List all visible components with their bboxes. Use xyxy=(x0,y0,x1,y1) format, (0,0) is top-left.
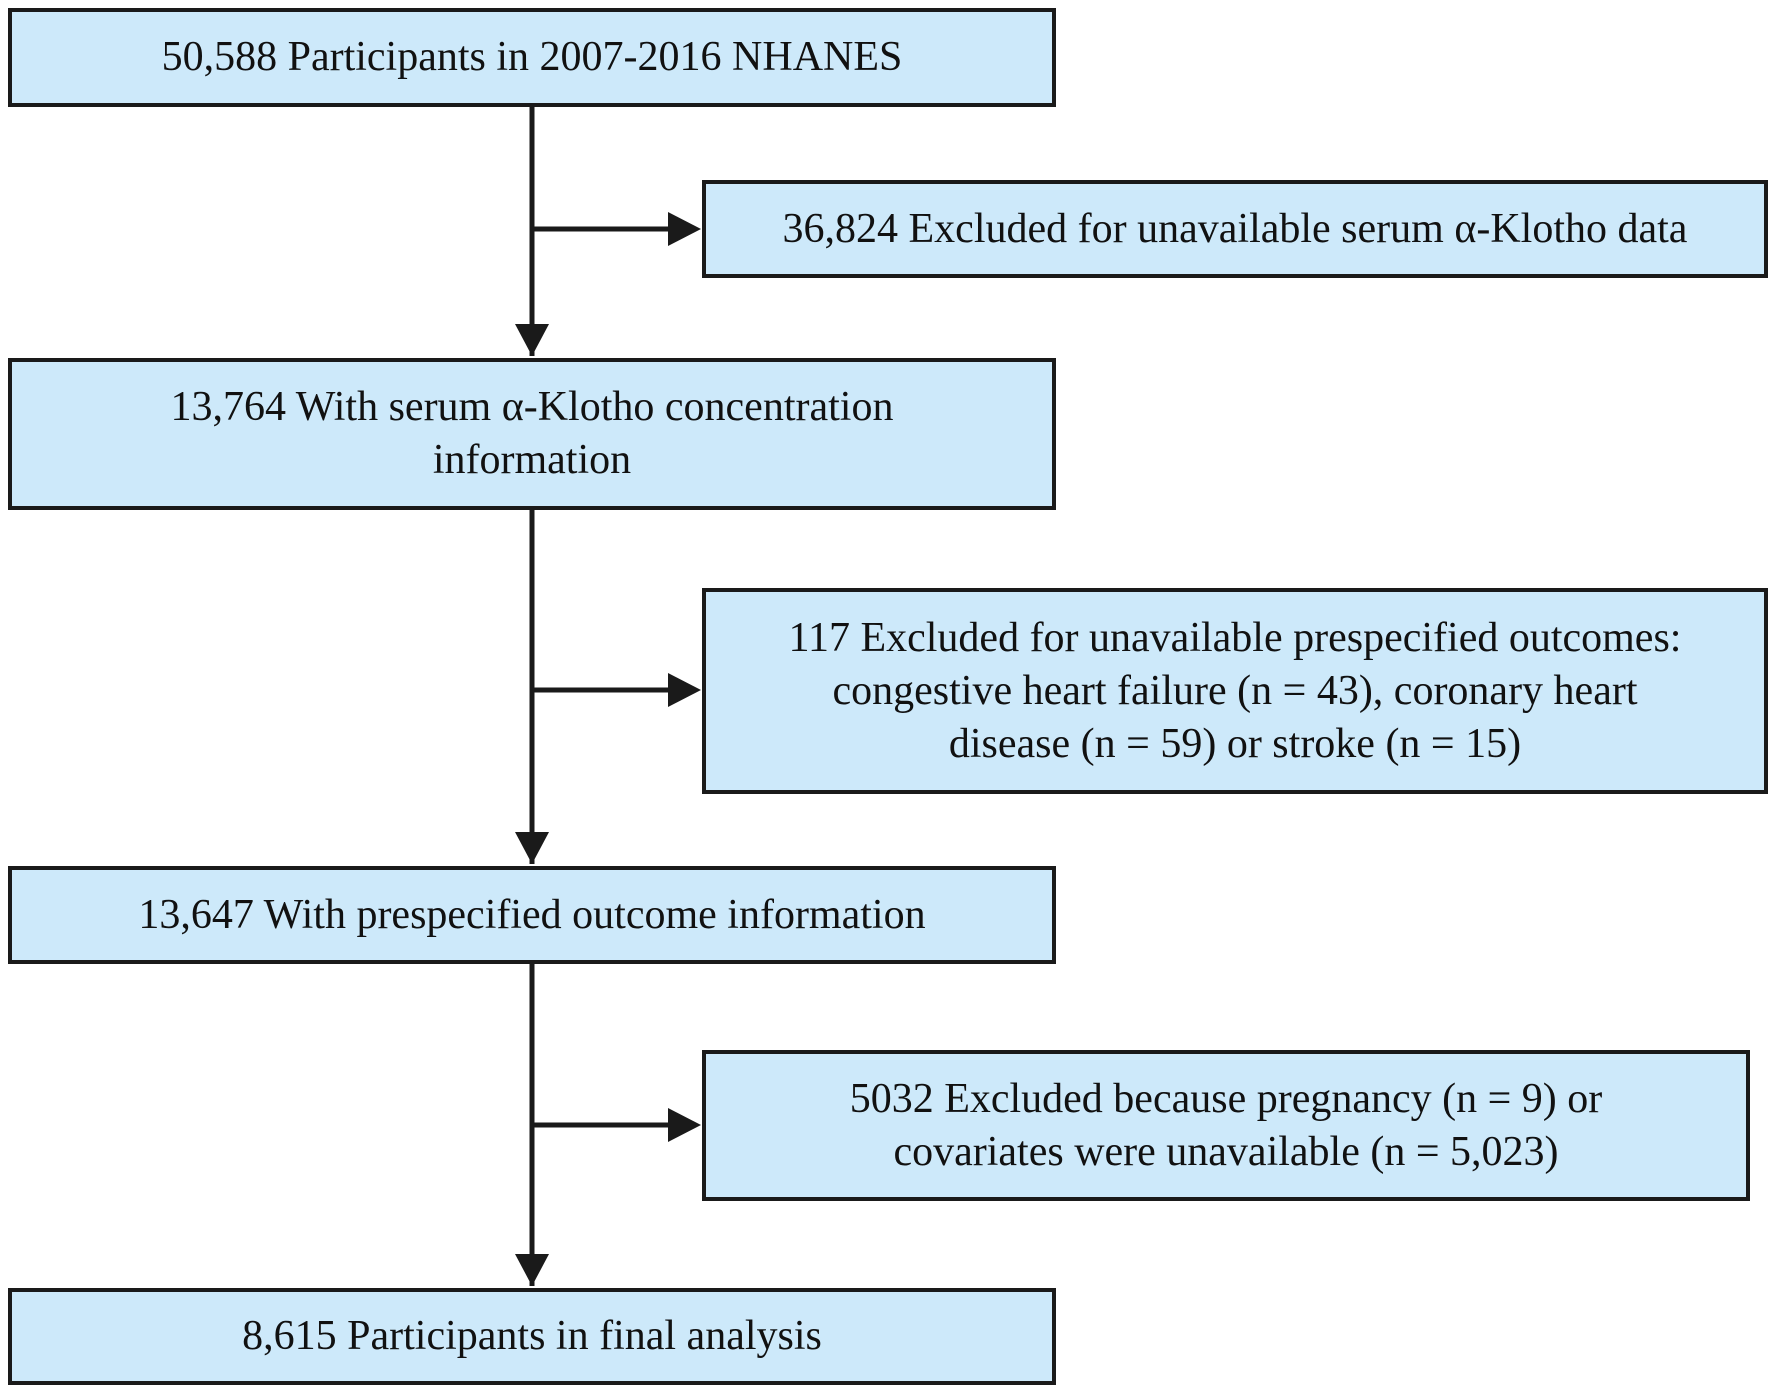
arrowhead-exclusion-1 xyxy=(668,212,701,246)
arrowhead-step3 xyxy=(515,832,549,864)
exclusion-box-text: 36,824 Excluded for unavailable serum α-… xyxy=(782,205,1688,252)
exclusion-box-text: 5032 Excluded because pregnancy (n = 9) … xyxy=(849,1075,1603,1122)
step-box-text: 13,647 With prespecified outcome informa… xyxy=(138,891,926,938)
exclusion-box-text: 117 Excluded for unavailable prespecifie… xyxy=(788,614,1682,661)
arrowhead-step2 xyxy=(515,324,549,356)
step-box-outcome-information: 13,647 With prespecified outcome informa… xyxy=(8,866,1056,964)
exclusion-box-klotho-data: 36,824 Excluded for unavailable serum α-… xyxy=(702,180,1768,278)
arrowhead-exclusion-2 xyxy=(668,673,701,707)
step-box-text: 50,588 Participants in 2007-2016 NHANES xyxy=(161,34,903,80)
exclusion-box-text: disease (n = 59) or stroke (n = 15) xyxy=(948,720,1522,767)
step-box-text: information xyxy=(432,437,632,483)
arrowhead-step4 xyxy=(515,1254,549,1286)
arrowhead-exclusion-3 xyxy=(668,1108,701,1142)
step-box-final-analysis: 8,615 Participants in final analysis xyxy=(8,1288,1056,1385)
step-box-text: 13,764 With serum α-Klotho concentration xyxy=(170,384,894,430)
exclusion-box-text: congestive heart failure (n = 43), coron… xyxy=(832,667,1638,714)
exclusion-box-text: covariates were unavailable (n = 5,023) xyxy=(893,1128,1559,1175)
step-box-text: 8,615 Participants in final analysis xyxy=(242,1313,822,1359)
exclusion-box-pregnancy-covariates: 5032 Excluded because pregnancy (n = 9) … xyxy=(702,1050,1750,1201)
exclusion-box-outcomes: 117 Excluded for unavailable prespecifie… xyxy=(702,588,1768,794)
step-box-klotho-information: 13,764 With serum α-Klotho concentration… xyxy=(8,358,1056,510)
step-box-initial-participants: 50,588 Participants in 2007-2016 NHANES xyxy=(8,8,1056,107)
